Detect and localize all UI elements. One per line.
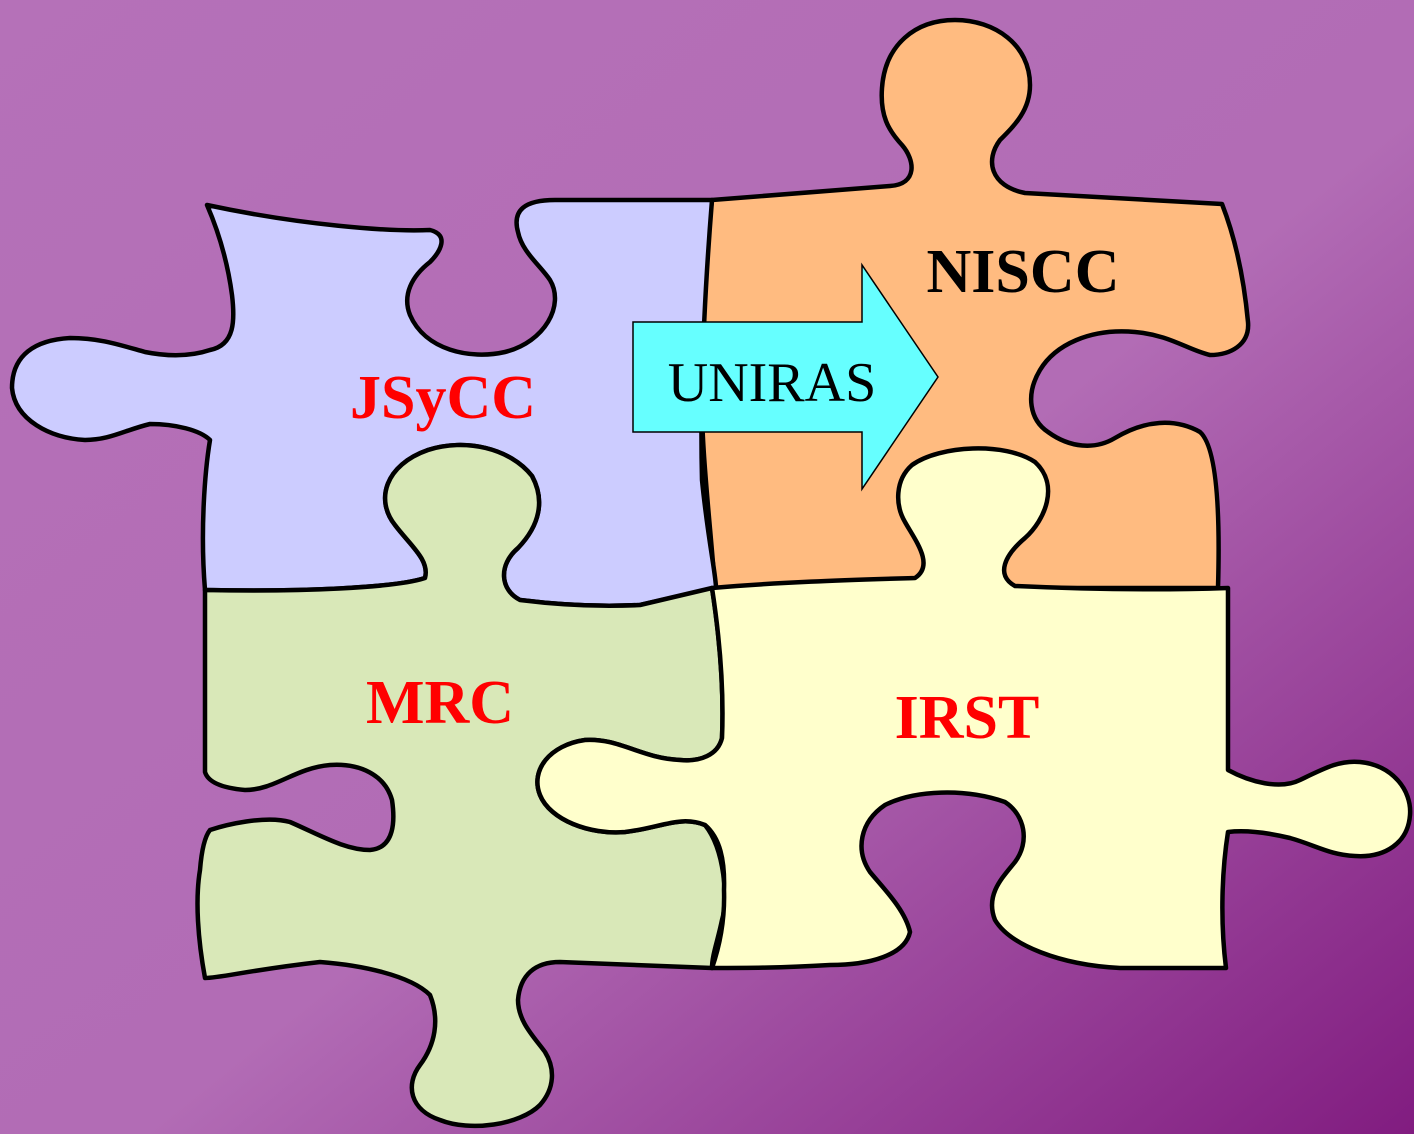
irst-label: IRST bbox=[895, 684, 1040, 752]
mrc-piece bbox=[195, 442, 727, 1129]
irst-piece bbox=[535, 446, 1413, 971]
niscc-label: NISCC bbox=[927, 238, 1120, 306]
uniras-arrow-label: UNIRAS bbox=[668, 352, 876, 414]
jsycc-label: JSyCC bbox=[350, 364, 536, 432]
uniras-arrow bbox=[632, 262, 939, 492]
mrc-label: MRC bbox=[366, 669, 514, 737]
